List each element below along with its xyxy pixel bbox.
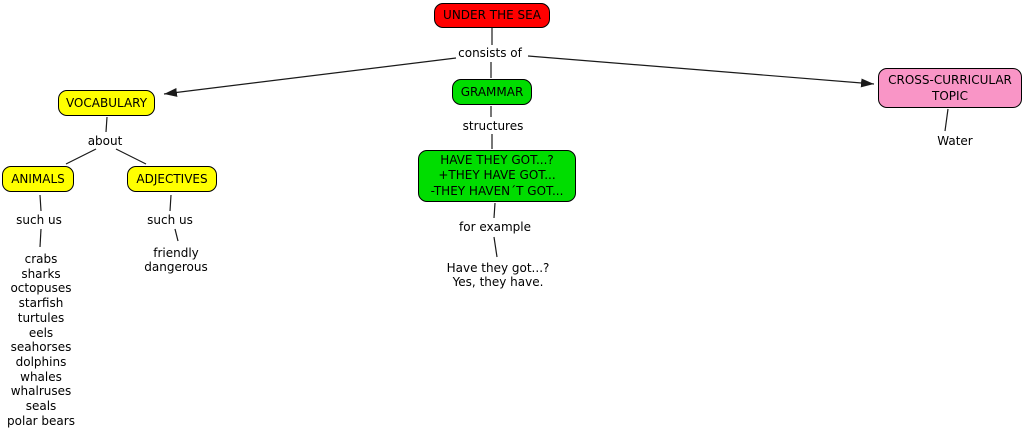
leaf-adjective-examples[interactable]: friendly dangerous (136, 246, 216, 274)
edge-cross-to-water (945, 109, 948, 131)
animal-item: crabs (1, 252, 81, 267)
example-line: Yes, they have. (418, 275, 578, 289)
link-label-structures[interactable]: structures (443, 119, 543, 133)
node-animals[interactable]: ANIMALS (2, 166, 74, 192)
node-have-they-got-structures[interactable]: HAVE THEY GOT...? +THEY HAVE GOT... -THE… (418, 150, 576, 202)
adjective-item: friendly (136, 246, 216, 260)
animal-item: octopuses (1, 281, 81, 296)
animal-item: seals (1, 399, 81, 414)
edge-consists-to-vocabulary (164, 58, 456, 94)
edge-suchus-to-adjective-list (175, 229, 178, 241)
node-vocabulary[interactable]: VOCABULARY (58, 90, 155, 116)
leaf-animal-examples[interactable]: crabs sharks octopuses starfish turtules… (1, 252, 81, 428)
node-under-the-sea[interactable]: UNDER THE SEA (434, 3, 550, 28)
link-label-about[interactable]: about (65, 134, 145, 148)
edge-structbox-to-forexample (494, 203, 495, 218)
link-label-such-us-animals[interactable]: such us (0, 213, 79, 227)
edge-suchus-to-animal-list (40, 229, 41, 247)
example-line: Have they got...? (418, 261, 578, 275)
animal-item: whalruses (1, 384, 81, 399)
link-label-for-example[interactable]: for example (445, 220, 545, 234)
animal-item: polar bears (1, 414, 81, 429)
edge-forexample-to-example (494, 237, 497, 257)
edge-about-to-adjectives (116, 149, 146, 164)
node-grammar[interactable]: GRAMMAR (452, 79, 532, 105)
animal-item: starfish (1, 296, 81, 311)
edge-about-to-animals (66, 149, 96, 164)
animal-item: seahorses (1, 340, 81, 355)
edge-animals-to-suchus (40, 195, 41, 211)
leaf-water[interactable]: Water (915, 134, 995, 149)
animal-item: turtules (1, 311, 81, 326)
adjective-item: dangerous (136, 260, 216, 274)
link-label-such-us-adjectives[interactable]: such us (130, 213, 210, 227)
edge-vocabulary-to-about (106, 117, 107, 132)
edge-consists-to-cross-curricular (528, 56, 874, 84)
animal-item: eels (1, 326, 81, 341)
node-adjectives[interactable]: ADJECTIVES (127, 166, 217, 192)
animal-item: dolphins (1, 355, 81, 370)
leaf-grammar-example[interactable]: Have they got...? Yes, they have. (418, 261, 578, 290)
node-cross-curricular-topic[interactable]: CROSS-CURRICULAR TOPIC (878, 68, 1022, 108)
animal-item: sharks (1, 267, 81, 282)
edge-adjectives-to-suchus (170, 195, 171, 211)
animal-item: whales (1, 370, 81, 385)
link-label-consists-of[interactable]: consists of (440, 46, 540, 60)
